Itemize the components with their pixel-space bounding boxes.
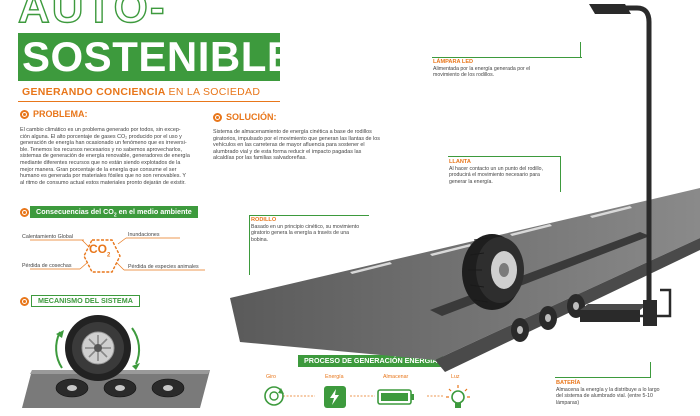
bateria-callout-line	[555, 377, 650, 378]
llanta-text: Al hacer contacto un un punto del rodill…	[449, 166, 544, 185]
mecanismo-illustration	[22, 315, 210, 408]
lightbulb-icon	[446, 385, 470, 408]
rotation-icon	[264, 386, 284, 406]
solucion-bullet-icon	[213, 113, 222, 122]
mecanismo-bullet-icon	[20, 297, 29, 306]
llanta-title: LLANTA	[449, 159, 471, 165]
rodillo-title: RODILLO	[251, 217, 277, 223]
subtitle-light: EN LA SOCIEDAD	[168, 86, 261, 98]
problema-heading: PROBLEMA:	[33, 109, 88, 119]
consecuencia-inundaciones: Inundaciones	[128, 232, 160, 238]
bateria-title: BATERÍA	[556, 380, 581, 386]
solucion-text: Sistema de almacenamiento de energía cin…	[213, 129, 380, 162]
title-line-2: SOSTENIBLE	[22, 33, 296, 80]
subtitle-bold: GENERANDO CONCIENCIA	[22, 86, 166, 98]
lampara-callout-line	[432, 57, 582, 58]
subtitle-rule	[18, 101, 280, 102]
problema-bullet-icon	[20, 110, 29, 119]
consecuencia-cosechas: Pérdida de cosechas	[22, 263, 72, 269]
proceso-diagram	[283, 395, 443, 397]
llanta-callout-line	[448, 156, 560, 157]
title-line-1: AUTO-	[17, 0, 167, 32]
llanta-callout-line-v	[560, 156, 561, 192]
consecuencias-bullet-icon	[20, 208, 29, 217]
lampara-callout-line-v	[580, 42, 581, 58]
bateria-callout-line-v	[650, 362, 651, 378]
co2-hexagon-label: CO2	[89, 242, 111, 259]
road-illustration	[230, 188, 700, 372]
problema-text: El cambio climático es un problema gener…	[20, 127, 190, 186]
consecuencias-diagram	[30, 237, 205, 273]
subtitle: GENERANDO CONCIENCIA EN LA SOCIEDAD	[22, 86, 260, 98]
bateria-text: Almacena la energía y la distribuye a lo…	[556, 387, 660, 406]
consecuencia-especies: Pérdida de especies animales	[128, 264, 199, 270]
step-label-almacenar: Almacenar	[383, 374, 409, 380]
consecuencia-calentamiento: Calentamiento Global	[22, 234, 73, 240]
proceso-heading: PROCESO DE GENERACIÓN ENERGÍA	[298, 355, 444, 367]
consecuencias-heading: Consecuencias del CO2 en el medio ambien…	[30, 206, 198, 218]
rodillo-callout-line-v	[249, 215, 250, 275]
battery-icon	[377, 389, 414, 405]
solucion-heading: SOLUCIÓN:	[226, 112, 277, 122]
lightning-icon	[324, 386, 346, 408]
rodillo-callout-line	[249, 215, 369, 216]
step-label-energia: Energía	[325, 374, 344, 380]
title-banner	[18, 33, 280, 81]
lamp-post-illustration	[589, 4, 657, 326]
rodillo-text: Basado en un principio cinético, su movi…	[251, 224, 360, 243]
step-label-giro: Giro	[266, 374, 277, 380]
mecanismo-heading: MECANISMO DEL SISTEMA	[31, 295, 140, 307]
step-label-luz: Luz	[451, 374, 460, 380]
lampara-title: LÁMPARA LED	[433, 59, 474, 65]
lampara-text: Alimentada por la energía generada por e…	[433, 66, 531, 79]
